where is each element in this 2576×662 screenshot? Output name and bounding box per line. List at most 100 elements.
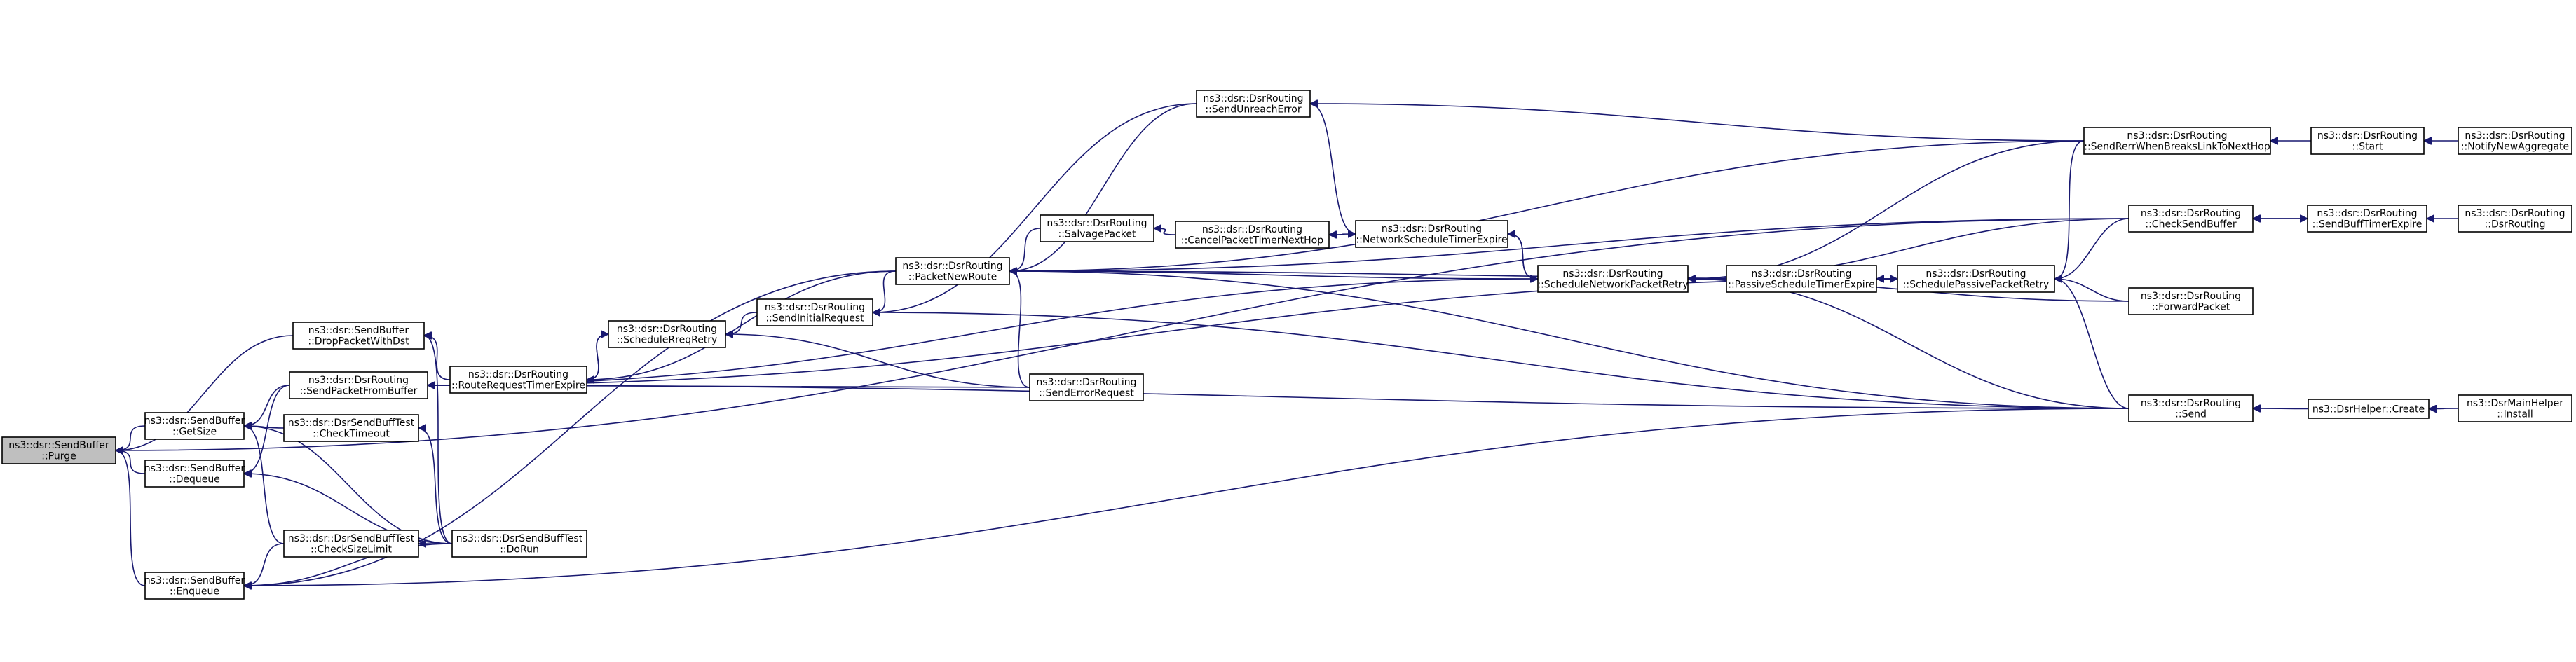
node-schedulepassivepacketretry[interactable]: ns3::dsr::DsrRouting::SchedulePassivePac… xyxy=(1897,265,2055,293)
node-label-line: ::ScheduleNetworkPacketRetry xyxy=(1537,280,1688,291)
node-purge[interactable]: ns3::dsr::SendBuffer::Purge xyxy=(1,436,116,464)
edge-sendunreacherror-to-networkscheduletimerexpire xyxy=(1309,103,1356,234)
node-label-line: ns3::dsr::DsrRouting xyxy=(2141,208,2241,219)
node-label-line: ns3::dsr::DsrRouting xyxy=(2127,130,2227,142)
node-dsrrouting[interactable]: ns3::dsr::DsrRouting::DsrRouting xyxy=(2458,205,2572,233)
node-box xyxy=(144,572,245,600)
edge-schedulenetworkpacketretry-to-sendpacketfrombuffer xyxy=(428,278,1539,385)
node-sendrerrwhenbreaks[interactable]: ns3::dsr::DsrRouting::SendRerrWhenBreaks… xyxy=(2083,127,2271,155)
edge-checksizelimit-to-enqueue xyxy=(244,543,285,586)
node-sendbufftimerexpire[interactable]: ns3::dsr::DsrRouting::SendBuffTimerExpir… xyxy=(2307,205,2427,233)
node-label-line: ns3::dsr::DsrRouting xyxy=(1926,268,2026,280)
node-box xyxy=(2128,287,2254,315)
node-label-line: ::SendUnreachError xyxy=(1205,104,1301,116)
edge-helpercreate-to-send xyxy=(2253,408,2309,409)
node-label-line: ns3::dsr::DsrSendBuffTest xyxy=(288,418,415,429)
edge-checksendbuffer-to-purge xyxy=(116,218,2129,450)
node-checktimeout[interactable]: ns3::dsr::DsrSendBuffTest::CheckTimeout xyxy=(283,414,419,442)
edge-networkscheduletimerexpire-to-cancelpackettimer xyxy=(1329,234,1356,235)
node-install[interactable]: ns3::DsrMainHelper::Install xyxy=(2458,394,2572,422)
edge-sendrerrwhenbreaks-to-schedulepassivepacketretry xyxy=(2054,140,2085,279)
node-sendpacketfrombuffer[interactable]: ns3::dsr::DsrRouting::SendPacketFromBuff… xyxy=(289,371,428,399)
node-getsize[interactable]: ns3::dsr::SendBuffer::GetSize xyxy=(144,412,245,440)
edge-sendpacketfrombuffer-to-dequeue xyxy=(243,385,290,474)
node-droppacket[interactable]: ns3::dsr::SendBuffer::DropPacketWithDst xyxy=(292,322,425,350)
node-label-line: ::CheckSendBuffer xyxy=(2145,219,2236,230)
node-notifynewaggregate[interactable]: ns3::dsr::DsrRouting::NotifyNewAggregate xyxy=(2458,127,2572,155)
node-box xyxy=(1726,265,1877,293)
node-routerequesttimerexpire[interactable]: ns3::dsr::DsrRouting::RouteRequestTimerE… xyxy=(449,366,587,394)
node-checksendbuffer[interactable]: ns3::dsr::DsrRouting::CheckSendBuffer xyxy=(2128,205,2254,233)
node-dorun[interactable]: ns3::dsr::DsrSendBuffTest::DoRun xyxy=(451,530,587,558)
edge-cancelpackettimer-to-salvagepacket xyxy=(1154,228,1176,235)
node-enqueue[interactable]: ns3::dsr::SendBuffer::Enqueue xyxy=(144,572,245,600)
node-label-line: ns3::DsrMainHelper xyxy=(2467,398,2563,409)
edge-send-to-enqueue xyxy=(244,408,2129,586)
node-label-line: ns3::dsr::SendBuffer xyxy=(144,463,245,474)
node-box xyxy=(1355,220,1508,248)
node-label-line: ns3::dsr::DsrRouting xyxy=(1562,268,1663,280)
node-label-line: ns3::dsr::DsrRouting xyxy=(617,324,717,335)
node-sendunreacherror[interactable]: ns3::dsr::DsrRouting::SendUnreachError xyxy=(1196,90,1311,118)
node-label-line: ::SendErrorRequest xyxy=(1039,388,1134,399)
node-forwardpacket[interactable]: ns3::dsr::DsrRouting::ForwardPacket xyxy=(2128,287,2254,315)
node-box xyxy=(756,298,873,326)
edge-senderrorrequest-to-schedulerreqretry xyxy=(725,334,1030,388)
edge-packetnewroute-to-sendinitialrequest xyxy=(873,270,897,312)
node-box xyxy=(144,412,245,440)
node-box xyxy=(895,257,1010,285)
edge-routerequesttimerexpire-to-schedulerreqretry xyxy=(586,334,608,380)
node-label-line: ns3::dsr::DsrRouting xyxy=(2317,130,2418,142)
node-send[interactable]: ns3::dsr::DsrRouting::Send xyxy=(2128,394,2254,422)
node-label-line: ::GetSize xyxy=(172,427,217,438)
node-salvagepacket[interactable]: ns3::dsr::DsrRouting::SalvagePacket xyxy=(1040,214,1154,242)
node-helpercreate[interactable]: ns3::DsrHelper::Create xyxy=(2308,399,2430,419)
node-senderrorrequest[interactable]: ns3::dsr::DsrRouting::SendErrorRequest xyxy=(1029,373,1144,401)
edge-forwardpacket-to-schedulepassivepacketretry xyxy=(2054,279,2129,302)
edge-checksizelimit-to-getsize xyxy=(243,426,285,544)
node-box xyxy=(2458,394,2572,422)
node-box xyxy=(2128,205,2254,233)
node-box xyxy=(2310,127,2425,155)
node-cancelpackettimer[interactable]: ns3::dsr::DsrRouting::CancelPacketTimerN… xyxy=(1175,221,1330,249)
edge-install-to-helpercreate xyxy=(2429,408,2459,409)
node-box xyxy=(283,530,419,558)
node-networkscheduletimerexpire[interactable]: ns3::dsr::DsrRouting::NetworkScheduleTim… xyxy=(1355,220,1508,248)
node-checksizelimit[interactable]: ns3::dsr::DsrSendBuffTest::CheckSizeLimi… xyxy=(283,530,419,558)
node-schedulerreqretry[interactable]: ns3::dsr::DsrRouting::ScheduleRreqRetry xyxy=(608,320,726,348)
node-start[interactable]: ns3::dsr::DsrRouting::Start xyxy=(2310,127,2425,155)
node-label-line: ns3::dsr::SendBuffer xyxy=(8,440,109,451)
node-box xyxy=(1029,373,1144,401)
node-label-line: ns3::dsr::DsrRouting xyxy=(1751,268,1851,280)
edge-sendunreacherror-to-sendinitialrequest xyxy=(873,103,1197,312)
node-label-line: ns3::dsr::DsrRouting xyxy=(2317,208,2417,219)
edge-send-to-sendpacketfrombuffer xyxy=(428,385,2129,409)
node-label-line: ns3::dsr::DsrRouting xyxy=(468,369,568,380)
edge-checksendbuffer-to-schedulepassivepacketretry xyxy=(2054,218,2129,279)
node-label-line: ns3::dsr::DsrRouting xyxy=(2465,208,2565,219)
node-box xyxy=(2308,399,2430,419)
node-box xyxy=(1040,214,1154,242)
node-sendinitialrequest[interactable]: ns3::dsr::DsrRouting::SendInitialRequest xyxy=(756,298,873,326)
node-label-line: ns3::dsr::DsrRouting xyxy=(1036,377,1136,388)
node-label-line: ::NetworkScheduleTimerExpire xyxy=(1356,235,1507,246)
node-box xyxy=(144,460,245,488)
node-packetnewroute[interactable]: ns3::dsr::DsrRouting::PacketNewRoute xyxy=(895,257,1010,285)
node-box xyxy=(2083,127,2271,155)
node-label-line: ns3::dsr::DsrRouting xyxy=(2465,130,2565,142)
node-label-line: ::SendInitialRequest xyxy=(765,313,864,324)
node-label-line: ns3::dsr::SendBuffer xyxy=(144,415,245,427)
node-label-line: ns3::dsr::DsrRouting xyxy=(1203,93,1303,104)
node-dequeue[interactable]: ns3::dsr::SendBuffer::Dequeue xyxy=(144,460,245,488)
node-box xyxy=(289,371,428,399)
node-label-line: ns3::DsrHelper::Create xyxy=(2312,404,2425,415)
node-passivescheduletimerexpire[interactable]: ns3::dsr::DsrRouting::PassiveScheduleTim… xyxy=(1726,265,1877,293)
node-label-line: ns3::dsr::DsrRouting xyxy=(1202,224,1302,235)
node-schedulenetworkpacketretry[interactable]: ns3::dsr::DsrRouting::ScheduleNetworkPac… xyxy=(1537,265,1689,293)
edge-sendrerrwhenbreaks-to-packetnewroute xyxy=(1009,140,2085,271)
node-box xyxy=(1196,90,1311,118)
nodes-layer: ns3::dsr::SendBuffer::Purgens3::dsr::Sen… xyxy=(1,90,2572,600)
node-label-line: ::Install xyxy=(2497,409,2533,420)
edge-dorun-to-checktimeout xyxy=(418,428,453,544)
